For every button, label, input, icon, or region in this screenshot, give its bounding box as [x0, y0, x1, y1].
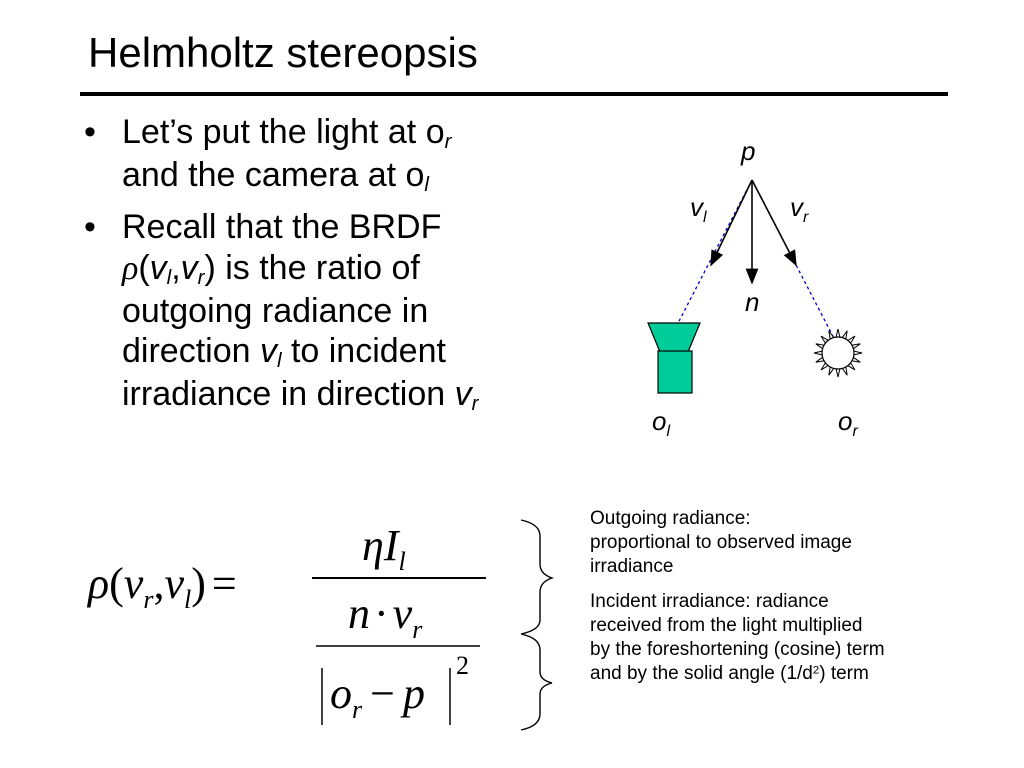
bullet-text: Recall that the BRDF	[122, 208, 442, 247]
rho-symbol: ρ	[122, 249, 139, 287]
note-outgoing-radiance: Outgoing radiance: proportional to obser…	[590, 508, 852, 577]
svg-text:ηIl: ηIl	[362, 521, 406, 576]
subscript: r	[444, 131, 452, 154]
bullet-dot-icon: •	[84, 113, 96, 151]
label-p: p	[740, 136, 755, 166]
bullet-text: and the camera at o	[122, 155, 425, 194]
svg-text:vr: vr	[790, 192, 809, 226]
bullet-item-brdf: • Recall that the BRDF ρ(vl,vr) is the r…	[80, 207, 620, 416]
bullet-dot-icon: •	[84, 208, 96, 247]
svg-text:n·vr: n·vr	[348, 589, 423, 644]
bullet-list: • Let’s put the light at or and the came…	[80, 112, 620, 426]
svg-text:or−p: or−p	[330, 669, 425, 724]
denominator-brace	[520, 633, 553, 731]
annotation-notes: Outgoing radiance: proportional to obser…	[590, 507, 1000, 697]
svg-text:ρ(vr,vl)=: ρ(vr,vl)=	[86, 559, 237, 614]
formula-eta: η	[362, 521, 384, 570]
svg-text:or: or	[838, 406, 858, 440]
subscript: l	[424, 173, 429, 196]
label-vr: v	[790, 192, 805, 222]
label-vl: v	[690, 192, 705, 222]
svg-text:vl: vl	[690, 192, 707, 226]
svg-text:ol: ol	[652, 406, 670, 440]
label-n: n	[745, 287, 759, 317]
sun-ray	[835, 328, 841, 338]
sun-ray	[835, 368, 841, 378]
label-or: o	[838, 406, 852, 436]
sun-ray	[813, 350, 823, 356]
numerator-brace	[520, 519, 555, 635]
geometry-diagram: p vl vr n ol or	[647, 136, 863, 440]
vl-arrow	[710, 179, 753, 267]
camera-icon	[647, 322, 701, 394]
sun-ray	[853, 350, 863, 356]
light-sun-icon	[813, 328, 863, 378]
vr-arrow	[751, 179, 797, 267]
brdf-formula: ρ(vr,vl)= ηIl n·vr or−p 2	[86, 521, 486, 725]
bullet-text: Let’s put the light at o	[122, 113, 445, 151]
formula-rho: ρ	[86, 559, 109, 608]
formula-n: n	[348, 589, 370, 638]
note-incident-irradiance: Incident irradiance: radiance received f…	[590, 591, 885, 684]
bullet-text: is the ratio of	[215, 248, 420, 287]
formula-o: o	[330, 669, 352, 718]
bullet-text: outgoing radiance in	[122, 291, 429, 330]
formula-exponent: 2	[456, 651, 469, 680]
label-ol: o	[652, 406, 666, 436]
bullet-item-light-camera: • Let’s put the light at or and the came…	[80, 112, 620, 197]
slide-title: Helmholtz stereopsis	[88, 29, 478, 76]
title-divider	[80, 92, 948, 96]
